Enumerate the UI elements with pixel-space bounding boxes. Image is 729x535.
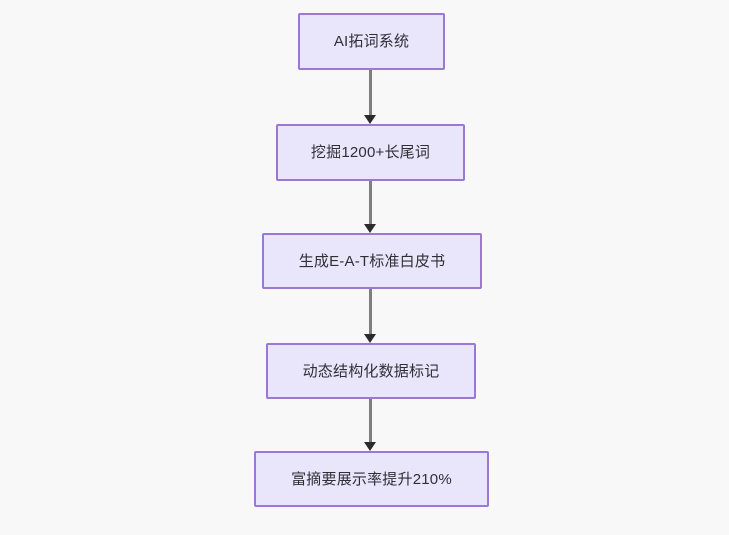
flowchart-edge-4 — [369, 399, 372, 442]
node-label: 生成E-A-T标准白皮书 — [298, 252, 446, 270]
node-label: AI拓词系统 — [333, 33, 410, 50]
flowchart-edge-2 — [369, 181, 372, 224]
arrow-down-icon — [364, 224, 376, 233]
node-label: 富摘要展示率提升210% — [291, 470, 452, 488]
flowchart-edge-1 — [369, 70, 372, 115]
arrow-down-icon — [364, 442, 376, 451]
flowchart-node-dynamic-structured-data-markup[interactable]: 动态结构化数据标记 — [266, 343, 476, 399]
flowchart-node-ai-keyword-system[interactable]: AI拓词系统 — [298, 13, 445, 70]
flowchart-edge-3 — [369, 289, 372, 334]
node-label: 动态结构化数据标记 — [302, 362, 440, 380]
arrow-down-icon — [364, 115, 376, 124]
arrow-down-icon — [364, 334, 376, 343]
flowchart-node-mine-longtail-keywords[interactable]: 挖掘1200+长尾词 — [276, 124, 465, 181]
flowchart-node-rich-snippet-rate-increase[interactable]: 富摘要展示率提升210% — [254, 451, 489, 507]
flowchart-node-generate-eat-whitepaper[interactable]: 生成E-A-T标准白皮书 — [262, 233, 482, 289]
node-label: 挖掘1200+长尾词 — [310, 144, 431, 161]
